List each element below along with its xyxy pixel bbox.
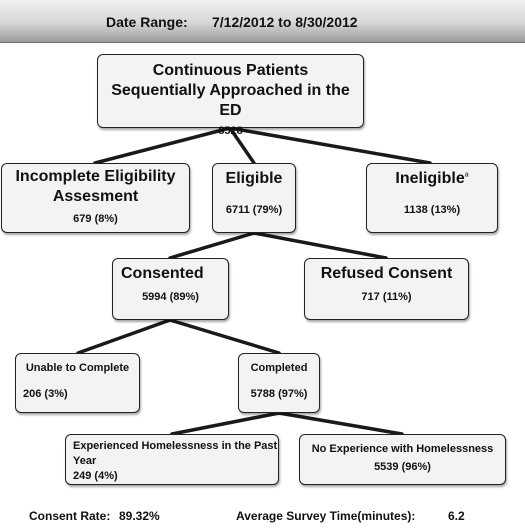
node-count: 679 (8%) xyxy=(73,213,118,225)
connector-root-ineligible xyxy=(228,126,432,165)
node-title: Unable to Complete xyxy=(25,362,130,374)
node-ineligible: Ineligiblea 1138 (13%) xyxy=(366,163,498,233)
connector-consented-unable xyxy=(76,318,172,355)
survey-time-label: Average Survey Time(minutes): xyxy=(236,509,416,523)
node-count: 5994 (89%) xyxy=(142,291,199,303)
node-eligible: Eligible 6711 (79%) xyxy=(212,163,296,233)
date-range-header: Date Range: 7/12/2012 to 8/30/2012 xyxy=(0,0,525,43)
node-title: Completed xyxy=(250,362,308,374)
date-range-value: 7/12/2012 to 8/30/2012 xyxy=(212,14,358,30)
node-refused-consent: Refused Consent 717 (11%) xyxy=(304,258,469,320)
node-completed: Completed 5788 (97%) xyxy=(238,353,320,413)
date-range-label: Date Range: xyxy=(106,14,188,30)
node-title: Consented xyxy=(121,265,204,282)
footnote-marker: a xyxy=(464,171,469,179)
node-title: Experienced Homelessness in the Past Yea… xyxy=(73,440,278,467)
node-incomplete-eligibility: Incomplete Eligibility Assesment 679 (8%… xyxy=(1,163,190,233)
node-unable-to-complete: Unable to Complete 206 (3%) xyxy=(15,353,140,413)
node-count: 8528 xyxy=(218,125,243,137)
node-count: 5539 (96%) xyxy=(374,461,431,473)
connector-root-incomplete xyxy=(93,126,232,165)
survey-time-value: 6.2 xyxy=(448,509,465,523)
node-title: Ineligible xyxy=(395,170,465,187)
node-title-wrap: Ineligiblea xyxy=(367,170,497,188)
node-title: Continuous Patients Sequentially Approac… xyxy=(111,62,350,119)
consent-rate-label: Consent Rate: xyxy=(29,509,111,523)
node-consented: Consented 5994 (89%) xyxy=(112,258,229,320)
node-count: 717 (11%) xyxy=(361,291,412,303)
connector-eligible-consented xyxy=(168,231,256,260)
node-count: 5788 (97%) xyxy=(250,388,308,400)
node-count: 6711 (79%) xyxy=(225,204,283,216)
node-continuous-patients: Continuous Patients Sequentially Approac… xyxy=(97,54,364,137)
connector-completed-homeless xyxy=(170,411,281,436)
node-count: 206 (3%) xyxy=(23,388,68,400)
connector-consented-completed xyxy=(168,318,281,355)
connector-root-eligible xyxy=(228,126,256,165)
node-experienced-homelessness: Experienced Homelessness in the Past Yea… xyxy=(65,434,279,485)
node-title: Refused Consent xyxy=(320,265,453,282)
connector-completed-nohomeless xyxy=(277,411,404,436)
consent-rate-value: 89.32% xyxy=(119,509,160,523)
connector-eligible-refused xyxy=(252,231,388,260)
node-title: No Experience with Homelessness xyxy=(311,443,494,455)
node-title: Incomplete Eligibility Assesment xyxy=(15,168,176,205)
node-count: 249 (4%) xyxy=(73,470,118,482)
node-title: Eligible xyxy=(225,170,283,187)
node-count: 1138 (13%) xyxy=(403,204,461,216)
node-no-homelessness: No Experience with Homelessness 5539 (96… xyxy=(299,434,506,485)
